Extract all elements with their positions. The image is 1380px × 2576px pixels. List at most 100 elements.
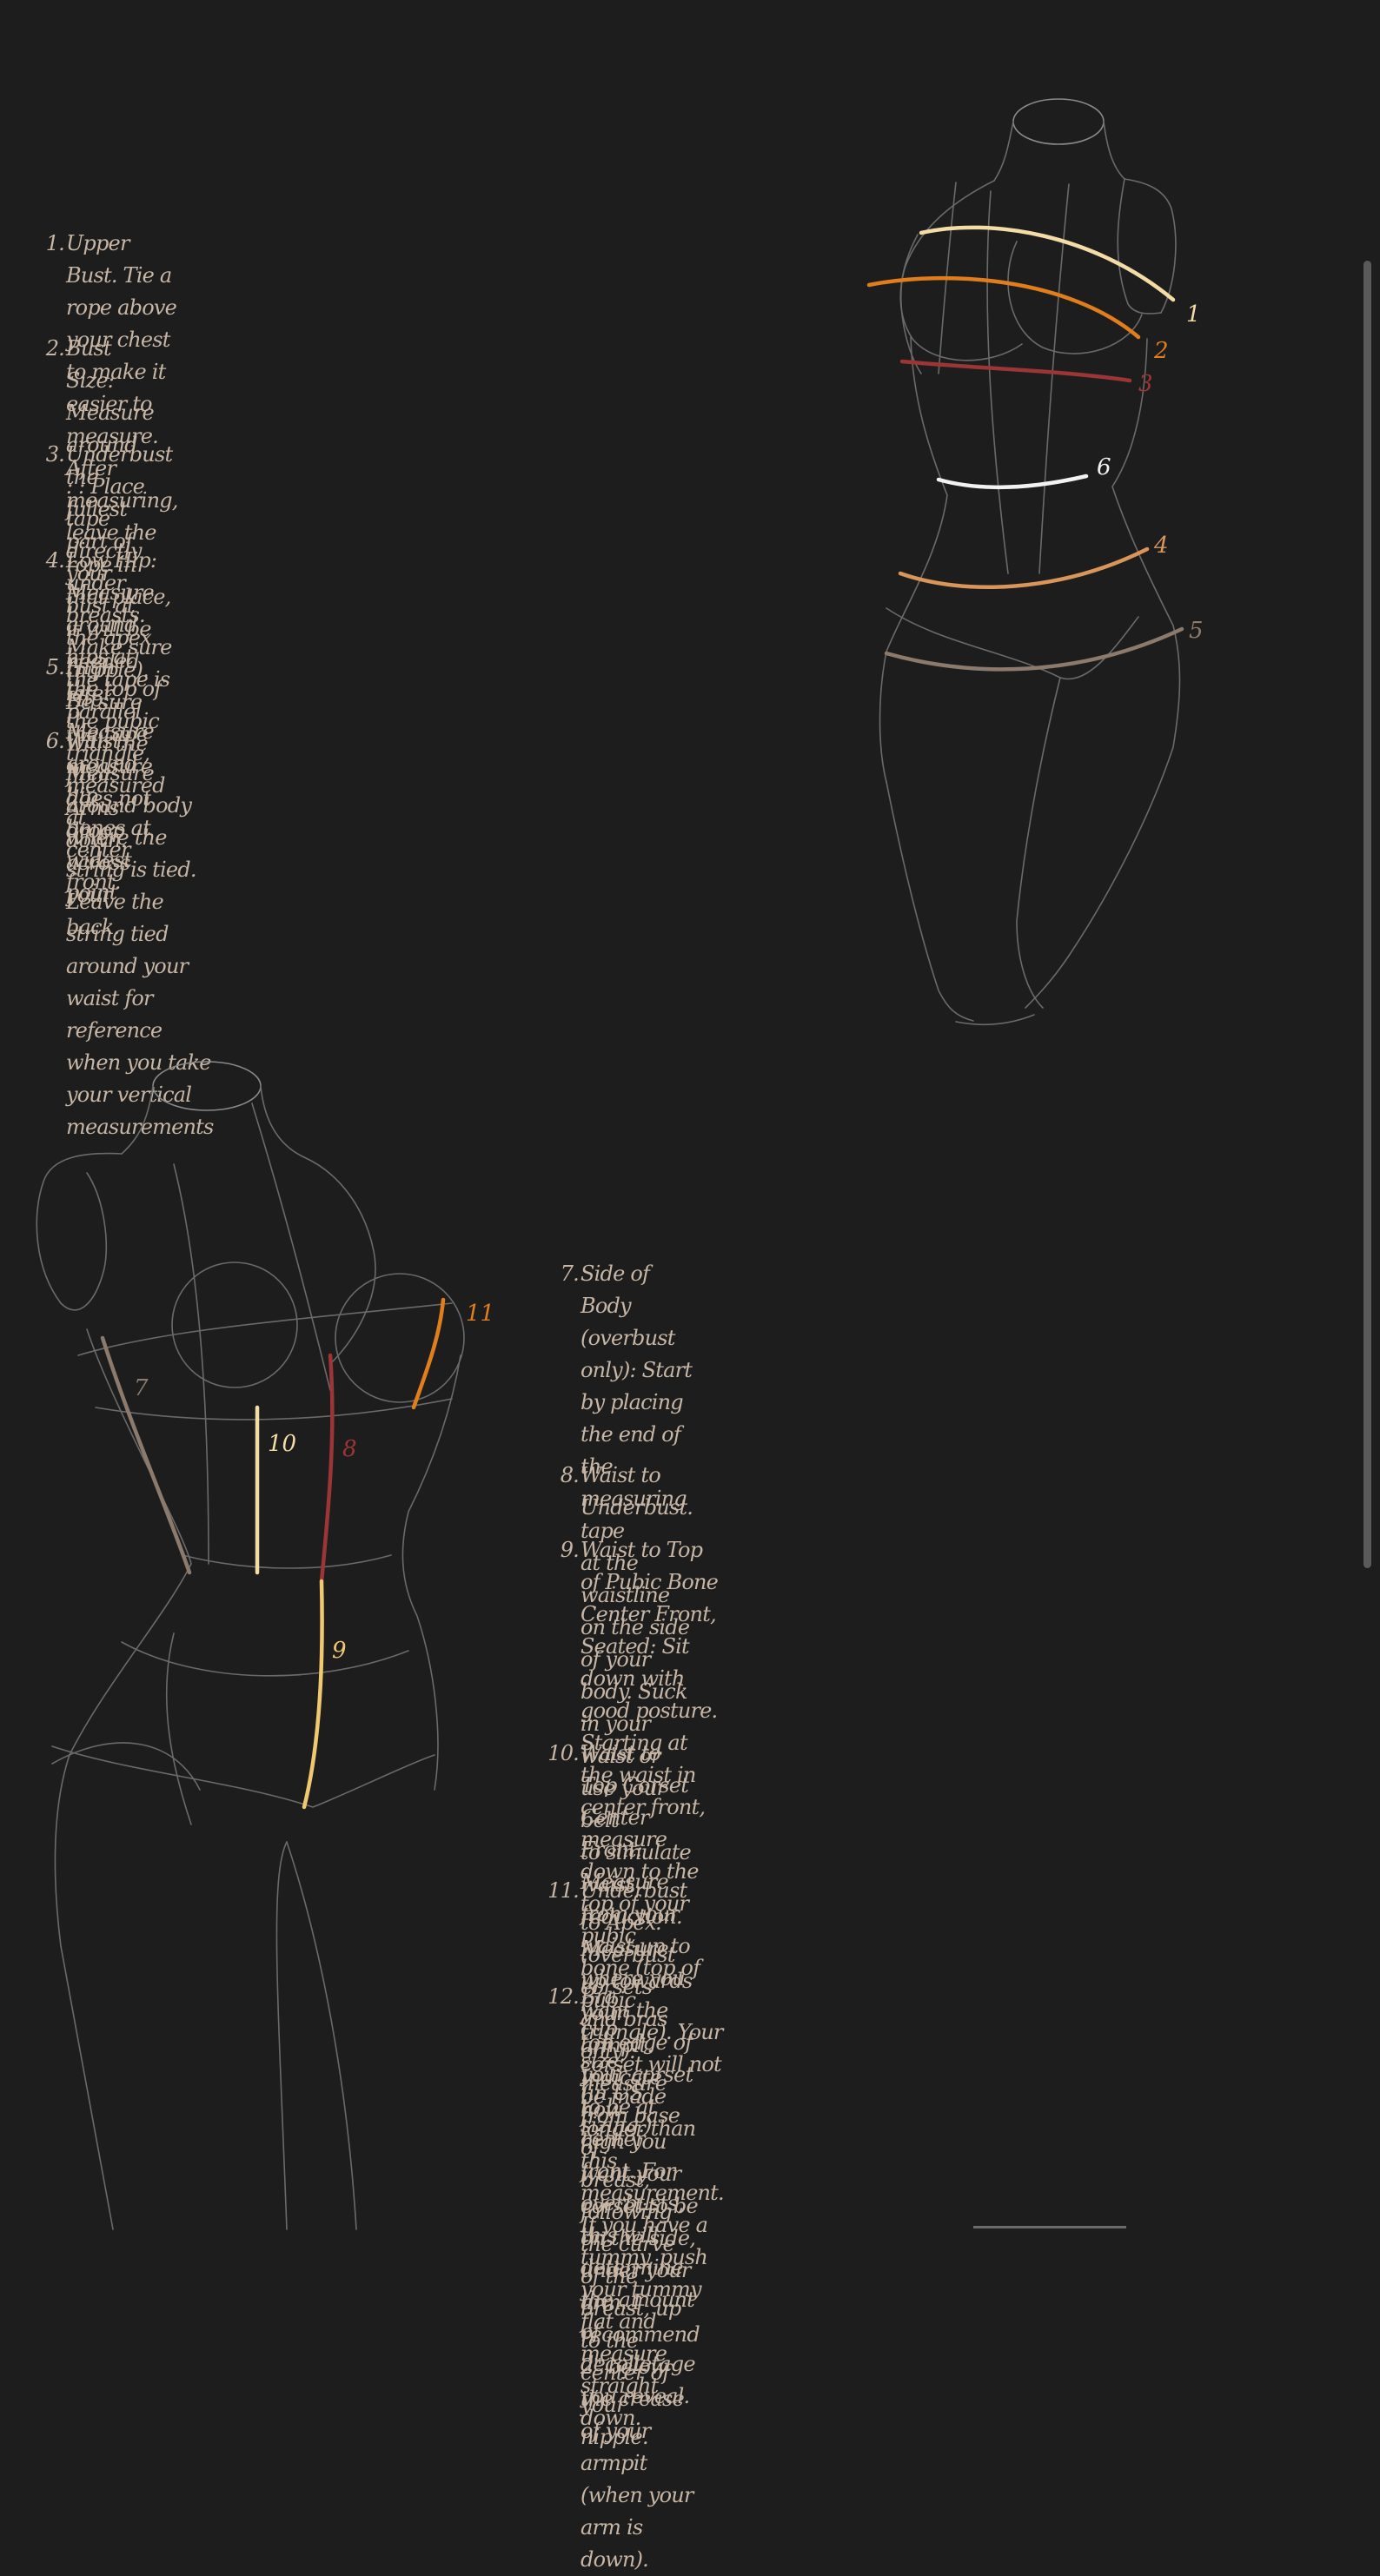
instruction-line: Waist: Measure around body where the str… [66, 729, 197, 946]
measure-label-9: 9 [332, 1638, 347, 1664]
instruction-number: 12. [547, 1984, 580, 2009]
measure-label-6: 6 [1097, 454, 1111, 480]
instruction-line: Side of Body (overbust only): Start by p… [581, 1262, 693, 1543]
instruction-item-9: 9. Waist to Top of Pubic Bone Center Fro… [561, 1534, 725, 2434]
instruction-item-1: 1. Upper Bust. Tie a rope above your che… [46, 228, 179, 710]
instruction-line: bone (top of pubic triangle). Your corse… [581, 1956, 723, 2173]
measure-label-5: 5 [1189, 618, 1204, 644]
neck-right-outline [1103, 121, 1125, 180]
neck-top-outline [1012, 98, 1105, 145]
measure-label-3: 3 [1138, 371, 1153, 397]
instruction-number: 9. [560, 1538, 580, 1562]
instruction-line: Underbust to Apex: (overbust corsets and… [581, 1878, 687, 2160]
left-leg-outline [60, 1945, 114, 2230]
instruction-item-12: 12. Bra cup size: (in US sizing.) [547, 1981, 653, 2142]
center-seam-outline [173, 1163, 209, 1565]
instruction-line: High Hip: Measure around hip bones at wi… [66, 655, 155, 904]
instruction-line: measuring, leave the rope in that place,… [66, 488, 178, 705]
measure-label-2: 2 [1153, 338, 1169, 364]
instruction-number: 2. [45, 336, 65, 361]
right-breast-outline [1007, 241, 1143, 354]
instruction-item-11: 11. Underbust to Apex: (overbust corsets… [547, 1875, 687, 2453]
neck-left-outline [121, 1085, 154, 1155]
torso-left-outline [879, 336, 948, 783]
instruction-item-8: 8. Waist to Underbust. [561, 1460, 693, 1524]
side-of-body-measure-line [100, 1335, 192, 1575]
home-indicator [973, 2226, 1126, 2228]
instruction-number: 7. [560, 1262, 580, 1286]
side-seam-left [938, 182, 957, 374]
right-shoulder-outline [303, 1156, 376, 1365]
instruction-number: 5. [45, 655, 65, 679]
vertical-scrollbar[interactable] [1363, 261, 1371, 1568]
torso-front-figure: 1 2 3 6 4 5 [866, 98, 1204, 1026]
hip-seam-outline [165, 1632, 192, 1825]
princess-seam-outline [251, 1103, 331, 1391]
instruction-line: Underbust : : Place tape directly under … [66, 442, 173, 724]
arm-stump-outline [60, 1172, 107, 1311]
left-leg-outline [886, 781, 974, 1022]
low-hip-line-outline [51, 1745, 435, 1808]
measure-label-1: 1 [1186, 301, 1201, 328]
instruction-line: Low Hip: Measure around hips at the top … [66, 548, 165, 830]
underbust-measure-line [899, 359, 1132, 383]
instruction-line: Upper Bust. Tie a rope above your chest … [66, 231, 177, 480]
measure-label-4: 4 [1153, 533, 1169, 559]
inner-leg-outline [275, 1841, 288, 2230]
instruction-number: 4. [45, 548, 65, 573]
instruction-number: 1. [45, 231, 65, 255]
instruction-item-3: 3. Underbust : : Place tape directly und… [46, 439, 173, 857]
hip-line-outline [121, 1641, 409, 1677]
instruction-number: 3. [45, 442, 65, 467]
princess-seam-right [1038, 183, 1070, 574]
instruction-line: Bust Size: Measure around the fullest pa… [66, 336, 155, 682]
waist-measure-line [936, 473, 1089, 489]
bust-line-outline [77, 1302, 453, 1356]
instruction-line: at the waistline on the side of your bod… [581, 1551, 690, 1832]
instruction-item-6: 6. Waist: Measure around body where the … [46, 725, 215, 1143]
waist-to-pubic-bone-measure-line [302, 1579, 324, 1810]
instruction-line: Starting at the waist in center front, m… [581, 1731, 706, 1948]
high-hip-measure-line [884, 626, 1184, 672]
right-arm-stump-outline [1117, 178, 1162, 315]
torso-side-figure: 11 7 10 8 9 [36, 1061, 494, 2230]
upper-bust-measure-line [919, 225, 1176, 302]
measure-label-8: 8 [342, 1436, 357, 1462]
measure-label-7: 7 [134, 1375, 149, 1401]
instruction-number: 11. [547, 1878, 580, 1903]
measure-label-11: 11 [466, 1301, 494, 1327]
right-leg-outline [1025, 746, 1174, 1009]
left-breast-outline [899, 234, 1023, 361]
left-shoulder-outline [36, 1152, 123, 1304]
instruction-line: Waist to Underbust. [581, 1463, 693, 1520]
underbust-line-outline [95, 1398, 453, 1420]
torso-left-outline [54, 1328, 192, 1947]
torso-right-outline [401, 1354, 461, 1791]
instruction-line: Waist to Top of Pubic Bone Center Front,… [581, 1538, 719, 1723]
left-breast-outline [171, 1262, 298, 1388]
hip-line-outline [886, 607, 1139, 680]
low-hip-measure-line [898, 546, 1150, 590]
instruction-line: breast, following the curve of the breas… [581, 2168, 681, 2449]
inner-leg-outline [1016, 677, 1061, 1009]
neck-left-outline [993, 121, 1014, 182]
neck-right-outline [260, 1085, 305, 1158]
instruction-item-2: 2. Bust Size: Measure around the fullest… [46, 333, 155, 944]
torso-right-outline [1111, 338, 1181, 748]
instruction-number: 8. [560, 1463, 580, 1487]
instruction-number: 6. [45, 729, 65, 753]
waist-to-underbust-measure-line [319, 1353, 335, 1584]
instruction-line: Be sure the tape measure does not droop … [66, 690, 153, 939]
bust-measure-line [866, 275, 1141, 340]
instruction-item-4: 4. Low Hip: Measure around hips at the t… [46, 545, 166, 898]
leg-bottom-outline [955, 1014, 1035, 1026]
right-breast-outline [335, 1273, 465, 1403]
right-shoulder-outline [1124, 178, 1177, 314]
instruction-line: Bra cup size: (in US sizing.) [581, 1984, 653, 2137]
instruction-line: with the floor. Arms down. [66, 732, 149, 852]
instruction-line: to simulate waist reduction. Measure up … [581, 1840, 693, 2122]
princess-seam-left [986, 190, 1009, 574]
instruction-line: Waist to Top Corset Center Front: Measur… [581, 1741, 691, 1990]
underbust-to-apex-measure-line [411, 1297, 446, 1410]
waist-line-outline [182, 1554, 392, 1569]
